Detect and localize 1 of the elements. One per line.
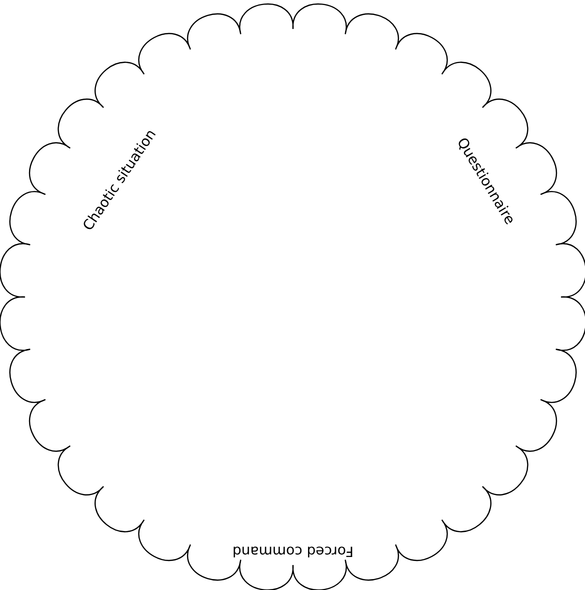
arc-label: Forced command <box>234 546 352 558</box>
